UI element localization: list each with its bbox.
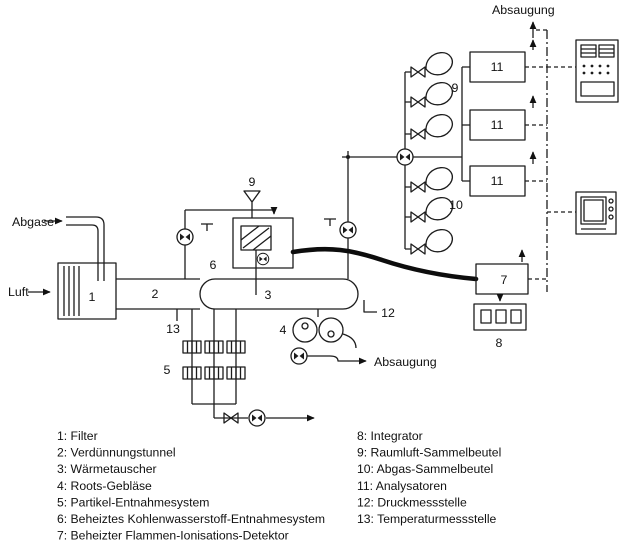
- knob-icon: [608, 214, 614, 220]
- valve-icon: [410, 243, 426, 255]
- blower-outlet-pipe: [342, 333, 357, 349]
- pump-icon: [176, 228, 194, 246]
- legend-item-4: 4: Roots-Gebläse: [57, 479, 152, 493]
- roots-blower-rotor: [318, 317, 344, 343]
- sample-bag-icon: [421, 225, 456, 257]
- signal-lines: [525, 29, 576, 292]
- probe-fitting: [201, 223, 213, 231]
- legend: 1: Filter 2: Verdünnungstunnel 3: Wärmet…: [57, 429, 501, 543]
- filter-element-lines: [63, 266, 80, 316]
- particle-sampling-system: [182, 309, 315, 427]
- abgase-pipe: [66, 216, 105, 281]
- absaugung-mid-label: Absaugung: [374, 355, 437, 369]
- monitor-screen: [580, 196, 607, 225]
- legend-item-3: 3: Wärmetauscher: [57, 462, 157, 476]
- filter-holder-icon: [182, 366, 202, 380]
- fid-detector-integrator: [473, 249, 529, 331]
- valve-icon: [410, 66, 426, 78]
- knob-icon: [608, 206, 614, 212]
- marker-2: 2: [152, 287, 159, 301]
- main-flow-line: [28, 216, 377, 365]
- luft-label: Luft: [8, 285, 29, 299]
- legend-item-7: 7: Beheizter Flammen-Ionisations-Detekto…: [57, 529, 289, 543]
- filter-holder-icon: [204, 340, 224, 354]
- pump-icon: [290, 347, 308, 365]
- roots-blower-rotor: [292, 317, 318, 343]
- marker-5: 5: [164, 363, 171, 377]
- sample-bag-network: [396, 48, 470, 257]
- filter-box: [57, 262, 117, 320]
- valve-icon: [410, 128, 426, 140]
- display-monitor: [575, 191, 617, 235]
- sample-bag-icon: [421, 48, 456, 80]
- legend-item-10: 10: Abgas-Sammelbeutel: [357, 462, 493, 476]
- pump-icon: [256, 252, 270, 266]
- legend-item-5: 5: Partikel-Entnahmesystem: [57, 495, 209, 509]
- marker-1: 1: [89, 290, 96, 304]
- sample-bag-icon: [421, 78, 456, 110]
- legend-item-8: 8: Integrator: [357, 429, 423, 443]
- legend-item-6: 6: Beheiztes Kohlenwasserstoff-Entnahmes…: [57, 512, 325, 526]
- filter-holder-icon: [226, 340, 246, 354]
- room-air-funnel: [243, 190, 261, 218]
- pump-icon: [339, 221, 357, 239]
- hc-system-box: [232, 217, 294, 269]
- marker-9-probe: 9: [249, 175, 256, 189]
- marker-4: 4: [280, 323, 287, 337]
- pressure-tap-mark: [363, 300, 377, 313]
- marker-11-mid: 11: [491, 118, 504, 132]
- marker-13: 13: [166, 322, 180, 336]
- legend-item-11: 11: Analysatoren: [357, 479, 447, 493]
- valve-icon: [410, 181, 426, 193]
- chart-recorder: [575, 39, 619, 103]
- marker-8: 8: [496, 336, 503, 350]
- absaugung-top-label: Absaugung: [492, 3, 555, 17]
- probe-fitting: [324, 218, 336, 226]
- heated-sample-line: [290, 246, 479, 282]
- absaugung-mid-arrow: [307, 355, 367, 365]
- filter-holder-icon: [182, 340, 202, 354]
- sample-probes: [191, 309, 237, 404]
- marker-12: 12: [381, 306, 395, 320]
- filter-holder-icon: [204, 366, 224, 380]
- legend-item-9: 9: Raumluft-Sammelbeutel: [357, 446, 501, 460]
- legend-item-12: 12: Druckmessstelle: [357, 495, 467, 509]
- marker-10: 10: [449, 198, 463, 212]
- hc-sampling-system: [176, 151, 397, 295]
- marker-11-top: 11: [491, 60, 504, 74]
- legend-item-1: 1: Filter: [57, 429, 98, 443]
- legend-item-2: 2: Verdünnungstunnel: [57, 446, 176, 460]
- valve-icon: [410, 96, 426, 108]
- integrator-box: [473, 303, 527, 331]
- marker-11-bottom: 11: [491, 174, 504, 188]
- pump-icon: [396, 148, 414, 166]
- sample-bag-icon: [421, 110, 456, 142]
- abgase-label: Abgase: [12, 215, 54, 229]
- signal-connectors: [525, 29, 576, 280]
- pump-icon: [248, 409, 266, 427]
- valve-icon: [410, 211, 426, 223]
- sample-bag-icon: [421, 163, 456, 195]
- heat-exchanger: [199, 278, 359, 310]
- filter-holder-icon: [226, 366, 246, 380]
- legend-item-13: 13: Temperaturmessstelle: [357, 512, 497, 526]
- knob-icon: [608, 198, 614, 204]
- dilution-tunnel-walls: [116, 278, 200, 310]
- marker-9-bags: 9: [452, 81, 459, 95]
- hatch-lines: [240, 225, 272, 251]
- marker-3: 3: [265, 288, 272, 302]
- marker-7: 7: [501, 273, 508, 287]
- marker-6: 6: [210, 258, 217, 272]
